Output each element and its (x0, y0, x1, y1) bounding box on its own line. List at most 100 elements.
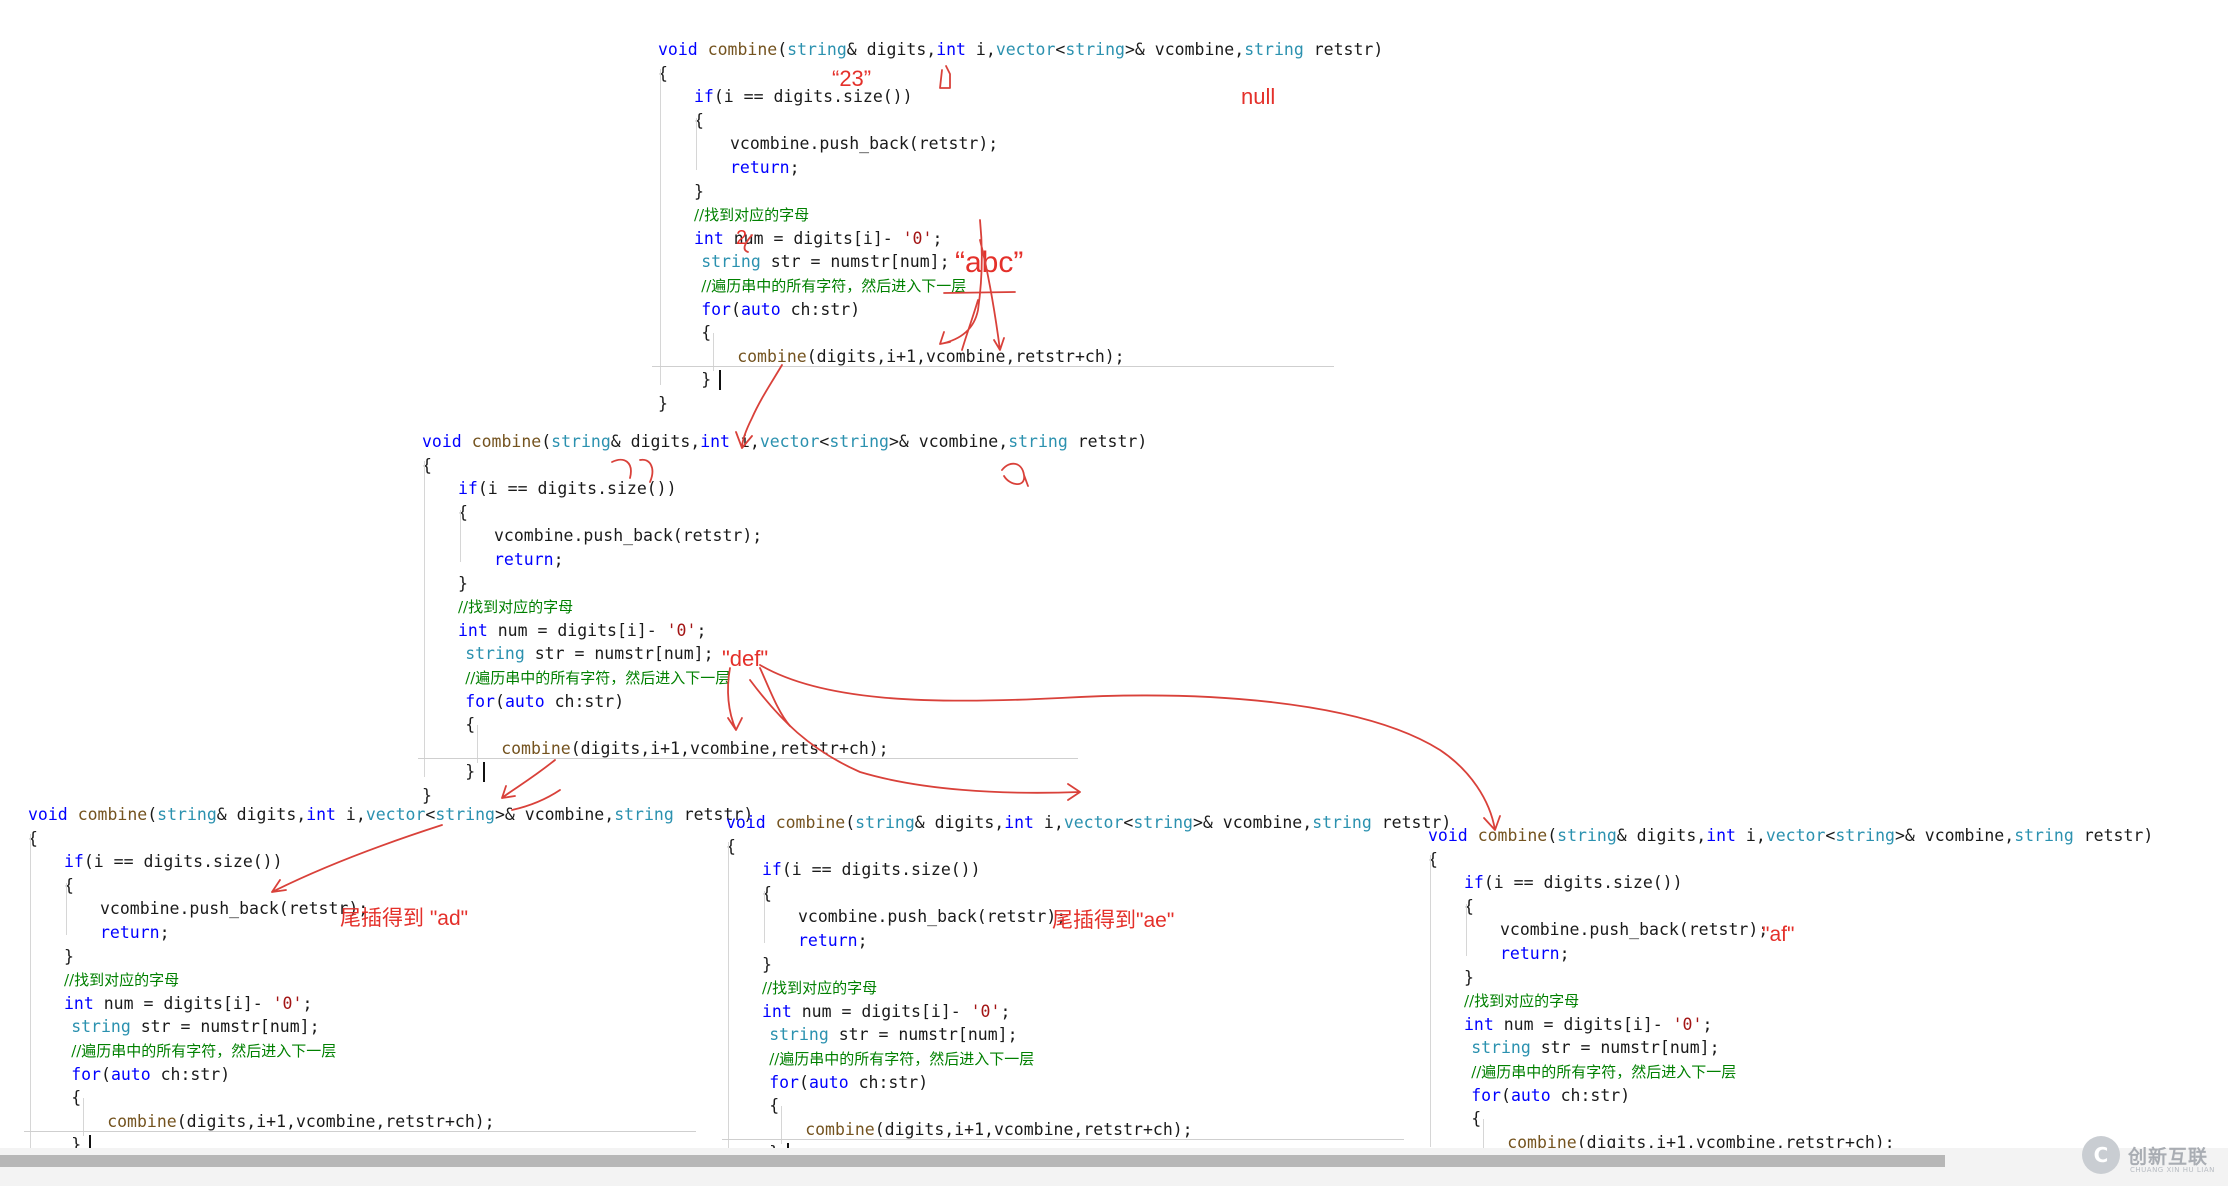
code-line: { (1428, 849, 1438, 869)
code-line: //遍历串中的所有字符，然后进入下一层 (71, 1042, 337, 1060)
code-line: { (458, 502, 468, 522)
code-line: } (1464, 967, 1474, 987)
current-line-highlight (722, 1139, 1404, 1141)
current-line-highlight (24, 1131, 696, 1133)
current-line-highlight (418, 758, 1078, 760)
code-line: for(auto ch:str) (465, 691, 625, 711)
brand-watermark: C 创新互联 CHUANG XIN HU LIAN (2078, 1128, 2228, 1186)
code-line: //找到对应的字母 (458, 598, 574, 617)
code-line: //遍历串中的所有字符，然后进入下一层 (465, 669, 731, 687)
code-line: return; (100, 923, 170, 942)
note-retstr-null: null (1241, 84, 1276, 109)
indent-guide (1430, 854, 1431, 1148)
code-line: { (762, 883, 772, 903)
code-line: { (658, 63, 668, 83)
code-line: { (726, 836, 736, 856)
code-line: } (465, 762, 476, 782)
code-line: } (694, 181, 704, 201)
code-line: combine(digits,i+1,vcombine,retstr+ch); (501, 738, 889, 758)
indent-guide (764, 891, 765, 944)
code-line: return; (1500, 944, 1570, 963)
code-line: for(auto ch:str) (71, 1064, 231, 1084)
function-signature: void combine(string& digits,int i,vector… (422, 432, 1148, 451)
indent-guide (477, 725, 479, 763)
code-line: //遍历串中的所有字符，然后进入下一层 (701, 277, 967, 295)
indent-guide (660, 68, 661, 385)
code-line: { (1471, 1109, 1482, 1129)
indent-guide (460, 510, 461, 563)
code-line: { (701, 323, 712, 343)
code-line: for(auto ch:str) (769, 1072, 929, 1092)
code-line: { (465, 715, 476, 735)
code-line: return; (730, 158, 800, 177)
code-line: } (422, 786, 432, 805)
indent-guide (83, 1098, 85, 1136)
indent-guide (30, 833, 31, 1150)
code-line: string str = numstr[num]; (701, 252, 950, 272)
code-line: } (71, 1135, 82, 1155)
code-line: vcombine.push_back(retstr); (730, 134, 999, 154)
code-line: string str = numstr[num]; (71, 1017, 320, 1037)
code-line: //找到对应的字母 (64, 971, 180, 990)
code-line: if(i == digits.size()) (1464, 873, 1683, 893)
code-line: { (28, 828, 38, 848)
code-line: int num = digits[i]- '0'; (694, 228, 943, 248)
code-line: //找到对应的字母 (694, 206, 810, 225)
code-line: string str = numstr[num]; (465, 644, 714, 664)
code-line: string str = numstr[num]; (769, 1025, 1018, 1045)
code-line: } (701, 370, 712, 390)
code-line: if(i == digits.size()) (694, 87, 913, 107)
brand-subtitle: CHUANG XIN HU LIAN (2130, 1166, 2215, 1174)
code-line: { (422, 455, 432, 475)
code-line: int num = digits[i]- '0'; (458, 620, 707, 640)
note-result-ad: 尾插得到 "ad" (340, 907, 469, 930)
code-line: string str = numstr[num]; (1471, 1038, 1720, 1058)
note-arg-23: “23” (832, 66, 872, 91)
code-line: int num = digits[i]- '0'; (1464, 1014, 1713, 1034)
note-result-ae: 尾插得到"ae" (1052, 909, 1175, 932)
code-line: { (1464, 896, 1474, 916)
note-result-af: "af" (1762, 923, 1795, 946)
code-line: vcombine.push_back(retstr); (798, 907, 1067, 927)
code-line: vcombine.push_back(retstr); (100, 899, 369, 919)
indent-guide (66, 883, 67, 936)
indent-guide (781, 1106, 783, 1144)
function-signature: void combine(string& digits,int i,vector… (658, 40, 1384, 59)
horizontal-scrollbar-thumb[interactable] (0, 1155, 1945, 1167)
code-line: combine(digits,i+1,vcombine,retstr+ch); (107, 1111, 495, 1131)
brand-logo: C (2082, 1136, 2120, 1174)
code-line: vcombine.push_back(retstr); (494, 526, 763, 546)
code-line: for(auto ch:str) (701, 299, 861, 319)
code-line: combine(digits,i+1,vcombine,retstr+ch); (805, 1119, 1193, 1139)
indent-guide (696, 118, 697, 171)
code-line: if(i == digits.size()) (64, 852, 283, 872)
text-caret (483, 762, 486, 783)
brand-name: 创新互联 (2128, 1146, 2209, 1168)
indent-guide (728, 841, 729, 1158)
indent-guide (424, 460, 425, 777)
code-line: //找到对应的字母 (762, 979, 878, 998)
code-line: } (64, 946, 74, 966)
function-signature: void combine(string& digits,int i,vector… (726, 813, 1452, 832)
code-line: int num = digits[i]- '0'; (762, 1001, 1011, 1021)
code-line: } (458, 573, 468, 593)
code-line: for(auto ch:str) (1471, 1085, 1631, 1105)
note-num-2: 2 (736, 227, 748, 249)
code-line: if(i == digits.size()) (762, 860, 981, 880)
code-line: //遍历串中的所有字符，然后进入下一层 (1471, 1063, 1737, 1081)
code-line: combine(digits,i+1,vcombine,retstr+ch); (1507, 1132, 1895, 1152)
text-caret (719, 370, 722, 391)
code-line: int num = digits[i]- '0'; (64, 993, 313, 1013)
code-line: { (64, 875, 74, 895)
code-line: return; (494, 550, 564, 569)
indent-guide (1466, 904, 1467, 957)
function-signature: void combine(string& digits,int i,vector… (1428, 826, 2154, 845)
note-str-def: "def" (722, 646, 769, 671)
note-str-abc: “abc” (955, 246, 1024, 279)
horizontal-scrollbar[interactable] (0, 1148, 2228, 1186)
code-line: //找到对应的字母 (1464, 992, 1580, 1011)
code-line: if(i == digits.size()) (458, 479, 677, 499)
code-line: } (658, 394, 668, 413)
indent-guide (713, 333, 715, 371)
